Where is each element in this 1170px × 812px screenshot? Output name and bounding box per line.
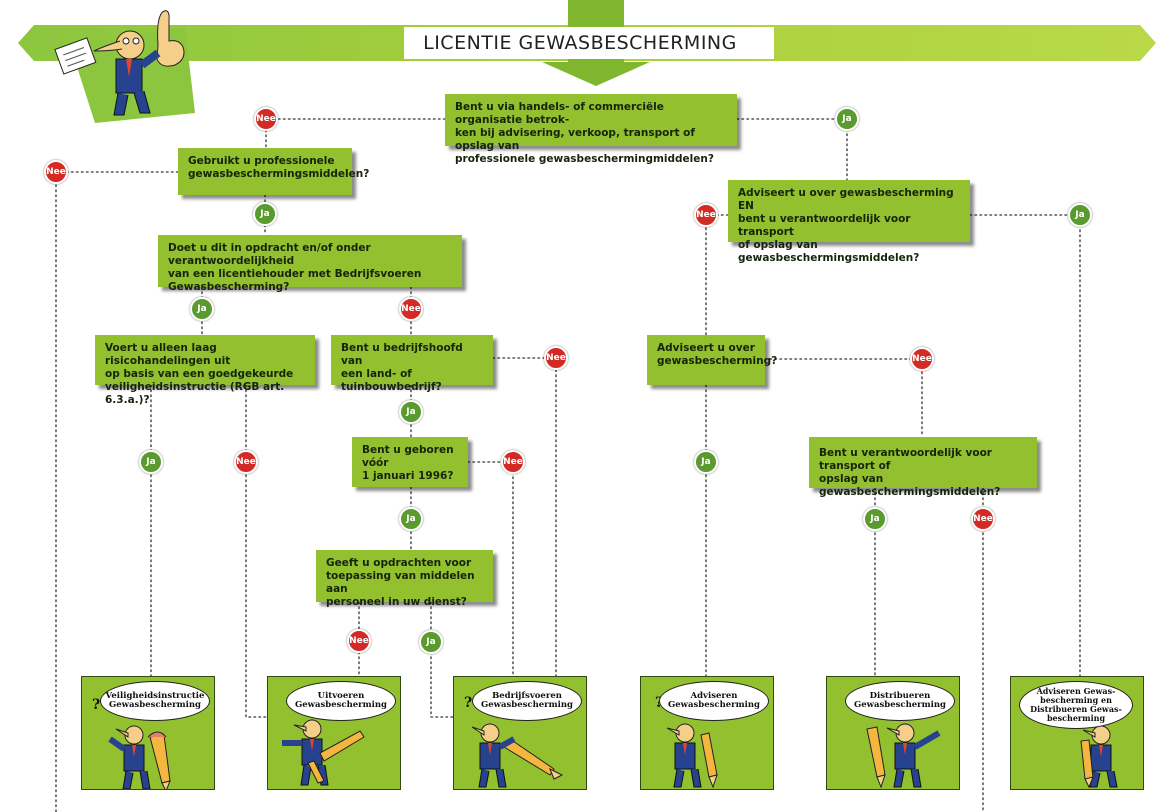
title-banner [18,0,1156,86]
question-geboren-1996: Bent u geboren vóór 1 januari 1996? [352,437,468,487]
question-advies-en-transport: Adviseert u over gewasbescherming EN ben… [728,180,970,264]
question-laag-risico: Voert u alleen laag risicohandelingen ui… [95,335,315,406]
question-transport-opslag: Bent u verantwoordelijk voor transport o… [809,437,1037,498]
ja-badge: Ja [139,450,163,474]
nee-badge: Nee [694,203,718,227]
nee-badge: Nee [44,160,68,184]
nee-badge: Nee [399,297,423,321]
line-q1-nee [265,118,446,149]
cartoon-man-icon: ? [92,697,171,789]
result-card-adviseren: ? Adviseren Gewasbescherming [640,676,774,790]
nee-badge: Nee [971,507,995,531]
line-q5-nee [492,357,557,678]
question-adviseert: Adviseert u over gewasbescherming? [647,335,777,385]
result-label: Adviseren Gewasbescherming [659,681,769,721]
nee-badge: Nee [234,450,258,474]
ja-badge: Ja [419,630,443,654]
nee-badge: Nee [544,346,568,370]
mascot-icon [54,10,195,123]
ja-badge: Ja [835,107,859,131]
result-card-distribueren: ? Distribueren Gewasbescherming [826,676,960,790]
question-licentiehouder: Doet u dit in opdracht en/of onder veran… [158,235,462,293]
ja-badge: Ja [253,202,277,226]
ja-badge: Ja [863,507,887,531]
ja-badge: Ja [1068,203,1092,227]
line-q1-ja [736,118,848,181]
ja-badge: Ja [694,450,718,474]
line-q8-nee [705,214,729,336]
question-professionele-middelen: Gebruikt u professionele gewasbeschermin… [178,148,369,195]
question-opdrachten-personeel: Geeft u opdrachten voor toepassing van m… [316,550,493,608]
cartoon-man-icon: ? [866,701,941,789]
page-title: LICENTIE GEWASBESCHERMING [423,32,737,54]
nee-badge: Nee [347,629,371,653]
ja-badge: Ja [190,297,214,321]
ja-badge: Ja [399,507,423,531]
nee-badge: Nee [501,450,525,474]
nee-badge: Nee [254,107,278,131]
ja-badge: Ja [399,400,423,424]
result-label: Veiligheidsinstructie Gewasbescherming [100,681,210,721]
cartoon-man-icon: ? [282,695,365,786]
line-q4-nee [245,384,268,718]
result-label: Uitvoeren Gewasbescherming [286,681,396,721]
result-label: Distribueren Gewasbescherming [845,681,955,721]
result-card-uitvoeren: ? Uitvoeren Gewasbescherming [267,676,401,790]
cartoon-man-icon: ? [464,695,564,788]
question-handel-organisatie: Bent u via handels- of commerciële organ… [445,94,737,165]
svg-text:?: ? [92,697,100,713]
question-bedrijfshoofd: Bent u bedrijfshoofd van een land- of tu… [331,335,493,393]
result-card-veiligheidsinstructie: ? Veiligheidsinstructie Gewasbescherming [81,676,215,790]
result-card-adviseren-distribueren: ? Adviseren Gewas- bescherming en Distri… [1010,676,1144,790]
result-label: Bedrijfsvoeren Gewasbescherming [472,681,582,721]
result-card-bedrijfsvoeren: ? Bedrijfsvoeren Gewasbescherming [453,676,587,790]
line-q9-nee [764,358,923,438]
svg-text:?: ? [464,695,472,711]
nee-badge: Nee [910,347,934,371]
line-q7-ja [430,601,454,718]
result-label: Adviseren Gewas- bescherming en Distribu… [1019,681,1133,729]
